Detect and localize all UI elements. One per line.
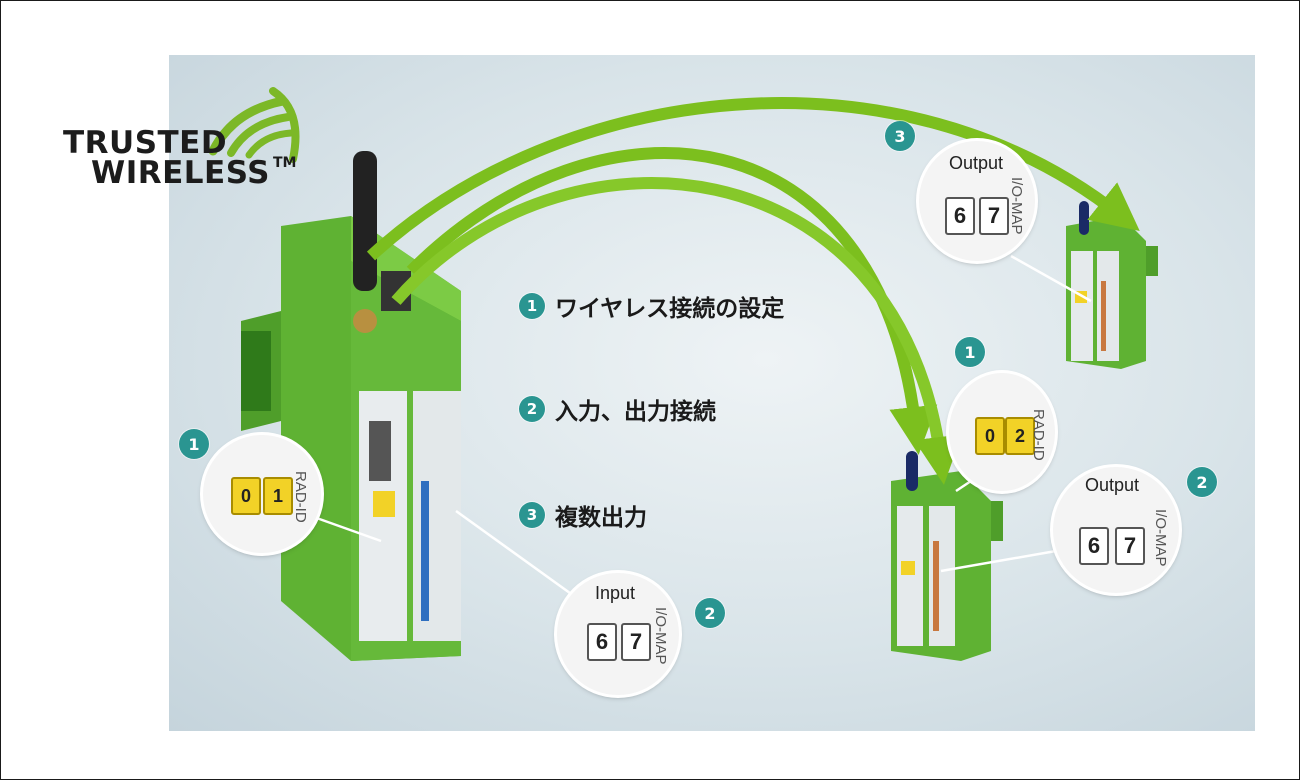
zoom-rad-id-main: 0 1 RAD-ID <box>203 435 321 553</box>
right-output-map-label: I/O-MAP <box>1008 177 1025 235</box>
mid-output-map-label: I/O-MAP <box>1152 509 1169 567</box>
zoom-connector-5 <box>1010 254 1092 303</box>
mid-rad-id-dial-1: 0 <box>975 417 1005 455</box>
right-output-dial-2: 7 <box>979 197 1009 235</box>
zoom-rad-id-mid: 0 2 RAD-ID <box>949 373 1055 491</box>
legend-text-1: ワイヤレス接続の設定 <box>555 296 785 322</box>
mid-output-dial-2: 7 <box>1115 527 1145 565</box>
secondary-radio-module-2 <box>1066 201 1158 369</box>
logo-trademark: TM <box>273 155 297 171</box>
legend-item-3: 3 複数出力 <box>519 498 647 532</box>
rad-id-dial-2: 1 <box>263 477 293 515</box>
badge-mid-output: 2 <box>1187 467 1217 497</box>
legend-badge-3: 3 <box>519 502 545 528</box>
right-output-label: Output <box>949 153 1004 173</box>
main-radio-module <box>241 151 461 661</box>
badge-main-module: 1 <box>179 429 209 459</box>
mid-output-label: Output <box>1085 475 1140 495</box>
right-output-dial-1: 6 <box>945 197 975 235</box>
input-map-label: I/O-MAP <box>652 607 669 665</box>
rad-id-label: RAD-ID <box>292 471 309 523</box>
badge-right-output: 3 <box>885 121 915 151</box>
zoom-output-right: Output 6 7 I/O-MAP <box>919 141 1035 261</box>
input-label: Input <box>595 583 636 603</box>
zoom-output-mid: Output 6 7 I/O-MAP <box>1053 467 1179 593</box>
trusted-wireless-logo: TRUSTED WIRELESS TM <box>63 81 303 191</box>
mid-output-dial-1: 6 <box>1079 527 1109 565</box>
zoom-connector-1 <box>310 514 382 543</box>
input-dial-2: 7 <box>621 623 651 661</box>
legend-text-2: 入力、出力接続 <box>555 399 716 425</box>
legend-item-1: 1 ワイヤレス接続の設定 <box>519 289 784 323</box>
legend-item-2: 2 入力、出力接続 <box>519 392 716 426</box>
input-dial-1: 6 <box>587 623 617 661</box>
zoom-connector-4 <box>940 549 1057 573</box>
secondary-radio-module-1 <box>891 451 1003 661</box>
rad-id-dial-1: 0 <box>231 477 261 515</box>
wireless-arcs-icon <box>208 87 300 163</box>
badge-input: 2 <box>695 598 725 628</box>
zoom-connector-2 <box>455 509 582 603</box>
mid-rad-id-dial-2: 2 <box>1005 417 1035 455</box>
legend-badge-2: 2 <box>519 396 545 422</box>
legend-text-3: 複数出力 <box>555 505 647 531</box>
legend-badge-1: 1 <box>519 293 545 319</box>
arrow-main-to-right <box>366 97 1140 261</box>
logo-line-2: WIRELESS <box>91 155 270 191</box>
badge-mid-rad-id: 1 <box>955 337 985 367</box>
arrow-main-to-mid-b <box>391 177 962 485</box>
logo-line-1: TRUSTED <box>63 125 228 161</box>
mid-rad-id-label: RAD-ID <box>1030 409 1047 461</box>
zoom-input: Input 6 7 I/O-MAP <box>557 573 679 695</box>
